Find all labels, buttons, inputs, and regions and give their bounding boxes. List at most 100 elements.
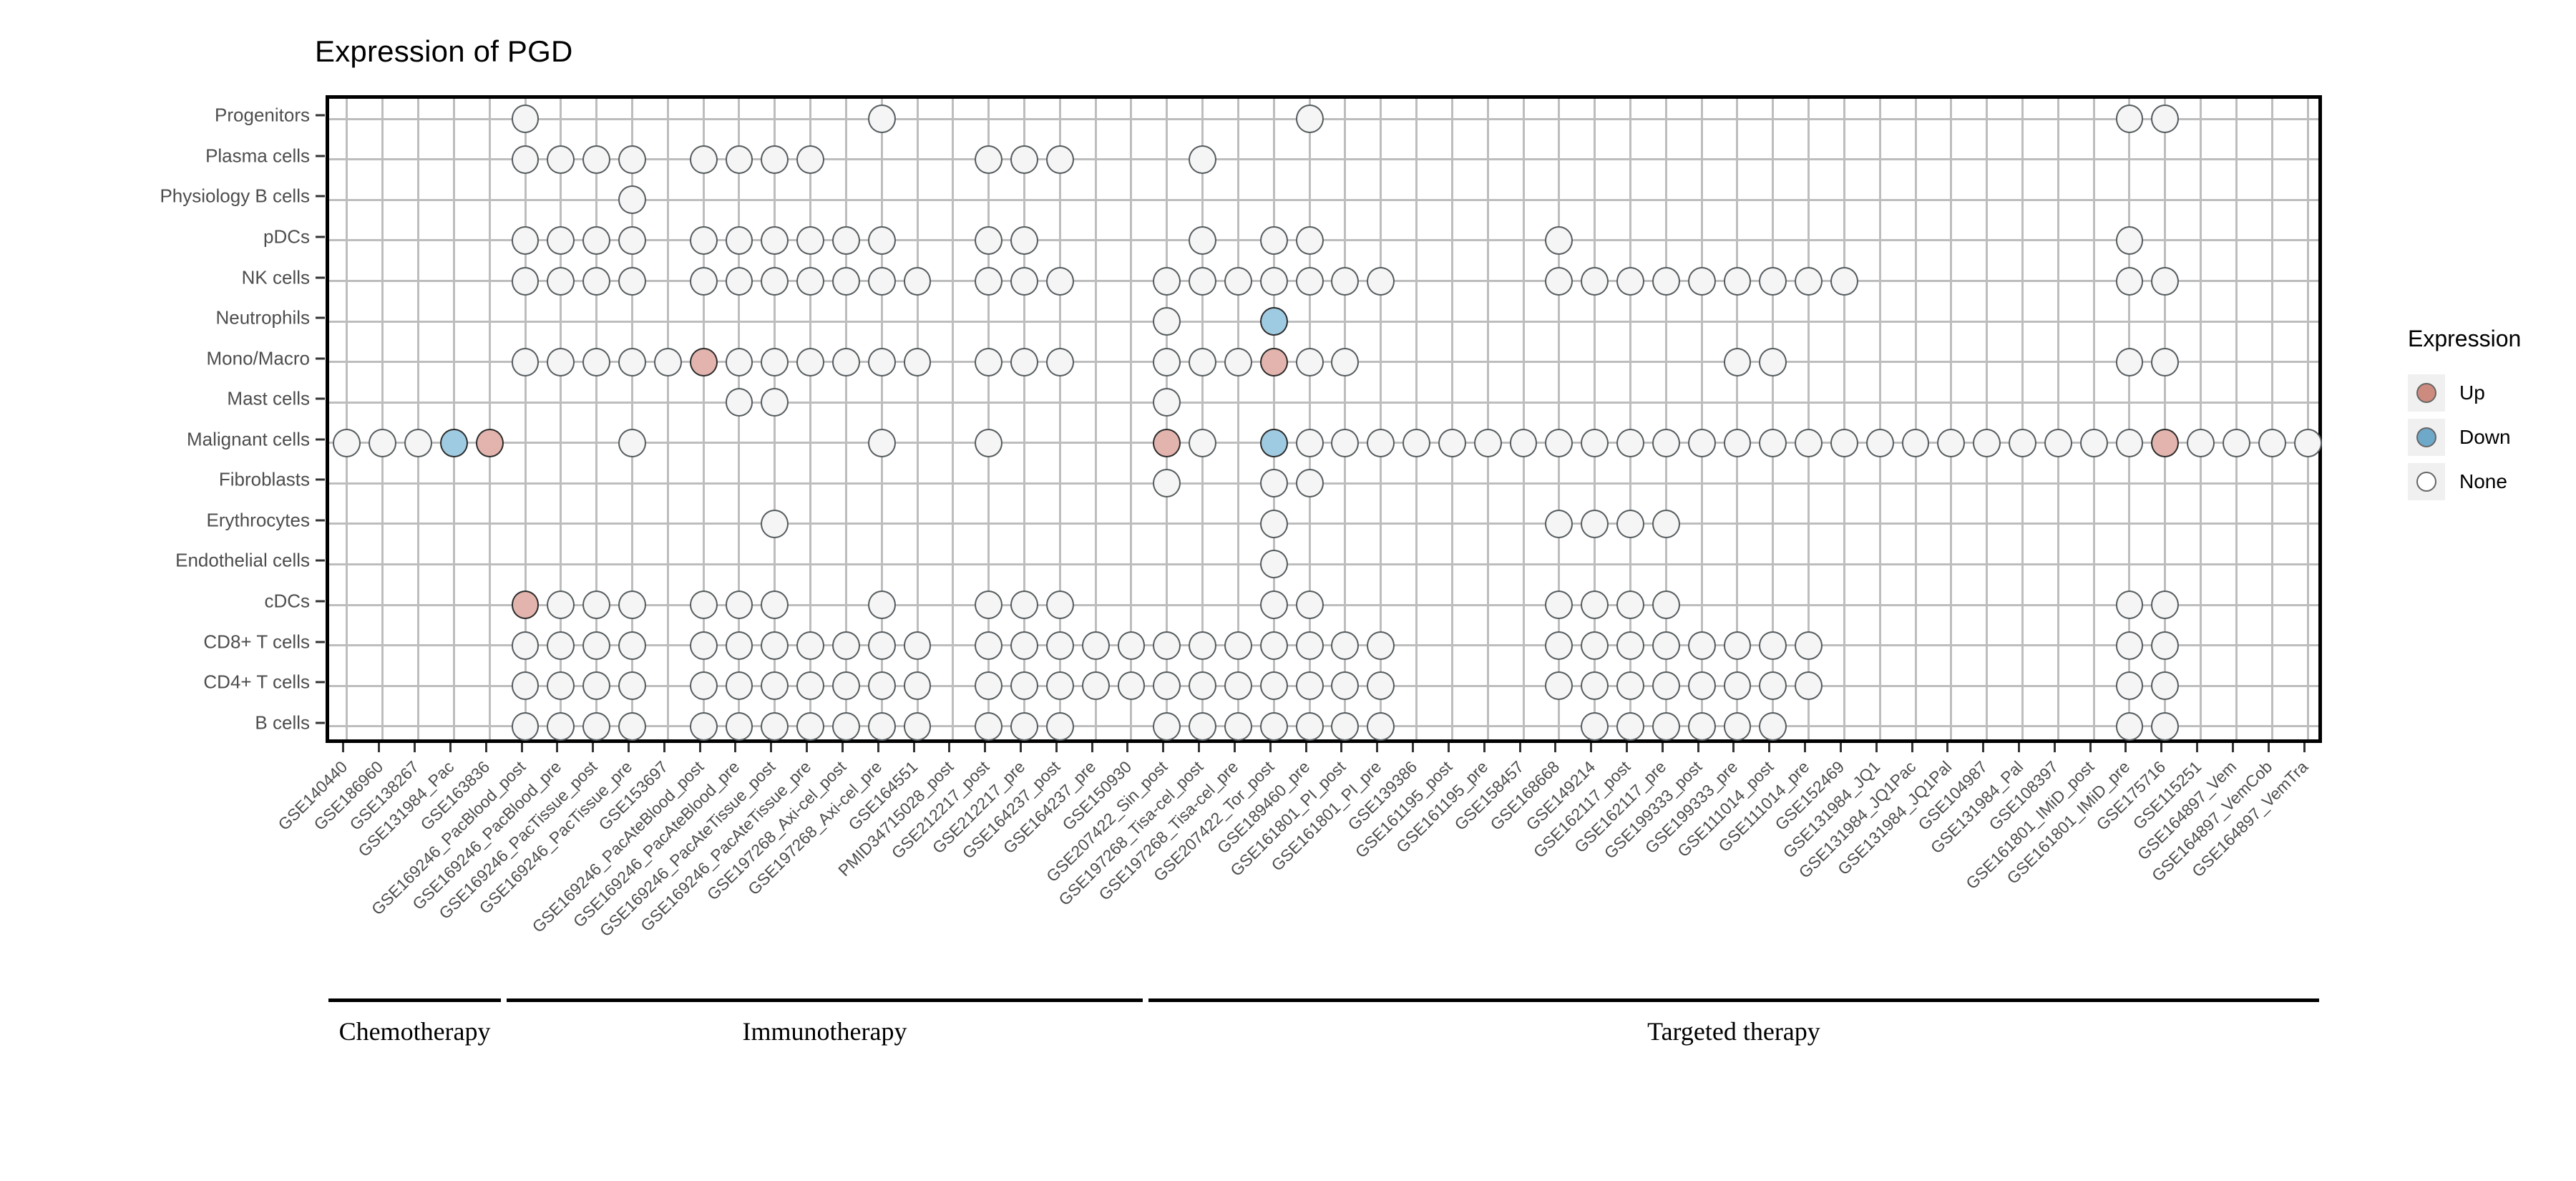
expression-dot[interactable] <box>1259 631 1288 660</box>
expression-dot[interactable] <box>1687 671 1716 701</box>
expression-dot[interactable] <box>867 590 896 620</box>
expression-dot[interactable] <box>831 347 860 376</box>
expression-dot[interactable] <box>1759 428 1787 457</box>
expression-dot[interactable] <box>1509 428 1538 457</box>
expression-dot[interactable] <box>1652 428 1680 457</box>
expression-dot[interactable] <box>796 266 825 296</box>
expression-dot[interactable] <box>511 225 540 255</box>
expression-dot[interactable] <box>1045 590 1074 620</box>
expression-dot[interactable] <box>2151 266 2180 296</box>
expression-dot[interactable] <box>439 428 468 457</box>
expression-dot[interactable] <box>1224 711 1252 741</box>
expression-dot[interactable] <box>1652 631 1680 660</box>
legend-item[interactable]: Down <box>2408 415 2521 460</box>
expression-dot[interactable] <box>689 590 718 620</box>
expression-dot[interactable] <box>333 428 361 457</box>
legend-item[interactable]: Up <box>2408 371 2521 415</box>
expression-dot[interactable] <box>975 671 1003 701</box>
expression-dot[interactable] <box>653 347 682 376</box>
expression-dot[interactable] <box>796 631 825 660</box>
expression-dot[interactable] <box>725 590 753 620</box>
expression-dot[interactable] <box>547 347 575 376</box>
legend-item[interactable]: None <box>2408 460 2521 504</box>
expression-dot[interactable] <box>975 428 1003 457</box>
expression-dot[interactable] <box>1045 671 1074 701</box>
expression-dot[interactable] <box>1189 671 1217 701</box>
expression-dot[interactable] <box>1153 347 1181 376</box>
expression-dot[interactable] <box>618 185 646 215</box>
expression-dot[interactable] <box>1616 428 1644 457</box>
expression-dot[interactable] <box>1045 266 1074 296</box>
expression-dot[interactable] <box>1010 631 1038 660</box>
expression-dot[interactable] <box>1189 145 1217 174</box>
expression-dot[interactable] <box>1010 590 1038 620</box>
expression-dot[interactable] <box>2115 711 2144 741</box>
expression-dot[interactable] <box>1830 266 1858 296</box>
expression-dot[interactable] <box>582 225 611 255</box>
expression-dot[interactable] <box>761 631 789 660</box>
expression-dot[interactable] <box>796 225 825 255</box>
expression-dot[interactable] <box>547 225 575 255</box>
expression-dot[interactable] <box>975 590 1003 620</box>
expression-dot[interactable] <box>761 266 789 296</box>
expression-dot[interactable] <box>1723 631 1752 660</box>
expression-dot[interactable] <box>1581 590 1609 620</box>
expression-dot[interactable] <box>1687 428 1716 457</box>
expression-dot[interactable] <box>1295 590 1324 620</box>
expression-dot[interactable] <box>1652 711 1680 741</box>
expression-dot[interactable] <box>831 631 860 660</box>
expression-dot[interactable] <box>582 671 611 701</box>
expression-dot[interactable] <box>1687 711 1716 741</box>
expression-dot[interactable] <box>903 711 932 741</box>
expression-dot[interactable] <box>1153 711 1181 741</box>
expression-dot[interactable] <box>1723 428 1752 457</box>
expression-dot[interactable] <box>725 225 753 255</box>
expression-dot[interactable] <box>1723 266 1752 296</box>
expression-dot[interactable] <box>867 631 896 660</box>
expression-dot[interactable] <box>1045 347 1074 376</box>
expression-dot[interactable] <box>1259 428 1288 457</box>
expression-dot[interactable] <box>618 671 646 701</box>
expression-dot[interactable] <box>975 631 1003 660</box>
expression-dot[interactable] <box>1081 671 1110 701</box>
expression-dot[interactable] <box>1189 631 1217 660</box>
expression-dot[interactable] <box>1117 631 1146 660</box>
expression-dot[interactable] <box>1045 631 1074 660</box>
expression-dot[interactable] <box>511 711 540 741</box>
expression-dot[interactable] <box>1259 671 1288 701</box>
expression-dot[interactable] <box>1759 631 1787 660</box>
expression-dot[interactable] <box>618 225 646 255</box>
expression-dot[interactable] <box>1367 711 1395 741</box>
expression-dot[interactable] <box>1010 347 1038 376</box>
expression-dot[interactable] <box>689 711 718 741</box>
expression-dot[interactable] <box>1616 590 1644 620</box>
expression-dot[interactable] <box>1010 671 1038 701</box>
expression-dot[interactable] <box>511 590 540 620</box>
expression-dot[interactable] <box>867 266 896 296</box>
expression-dot[interactable] <box>1652 509 1680 538</box>
expression-dot[interactable] <box>1259 711 1288 741</box>
expression-dot[interactable] <box>1331 631 1360 660</box>
expression-dot[interactable] <box>582 266 611 296</box>
expression-dot[interactable] <box>1367 428 1395 457</box>
expression-dot[interactable] <box>1402 428 1430 457</box>
expression-dot[interactable] <box>1259 509 1288 538</box>
expression-dot[interactable] <box>582 711 611 741</box>
expression-dot[interactable] <box>1581 631 1609 660</box>
expression-dot[interactable] <box>1616 509 1644 538</box>
expression-dot[interactable] <box>725 388 753 417</box>
expression-dot[interactable] <box>2151 347 2180 376</box>
expression-dot[interactable] <box>1545 266 1574 296</box>
expression-dot[interactable] <box>796 671 825 701</box>
expression-dot[interactable] <box>761 388 789 417</box>
expression-dot[interactable] <box>2115 428 2144 457</box>
expression-dot[interactable] <box>511 631 540 660</box>
expression-dot[interactable] <box>582 590 611 620</box>
expression-dot[interactable] <box>1652 266 1680 296</box>
expression-dot[interactable] <box>1259 469 1288 498</box>
expression-dot[interactable] <box>975 347 1003 376</box>
expression-dot[interactable] <box>689 145 718 174</box>
expression-dot[interactable] <box>1473 428 1502 457</box>
expression-dot[interactable] <box>1295 428 1324 457</box>
expression-dot[interactable] <box>1367 671 1395 701</box>
